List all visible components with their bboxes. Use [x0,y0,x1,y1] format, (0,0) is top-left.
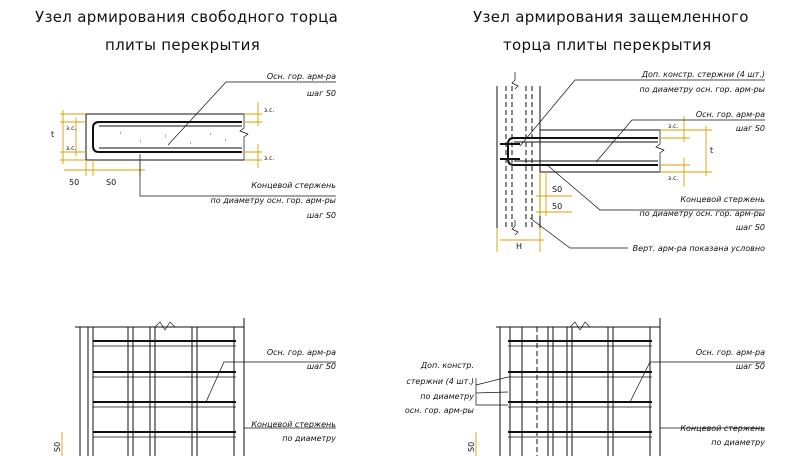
right-label-end-l2: по диаметру осн. гор. арм-ры [640,209,765,218]
left-dim-50: 50 [69,178,79,187]
left-plan-label-end-l1: Концевой стержень [251,420,336,429]
right-label-add-l2: по диаметру осн. гор. арм-ры [640,85,765,94]
right-plan-label-end-l1: Концевой стержень [680,424,765,433]
right-dim-H: H [516,242,522,251]
left-label-main-l2: шаг S0 [307,89,336,98]
right-plan: S0 Доп. констр. стержни (4 шт.) по диаме… [405,318,765,456]
left-label-end-l3: шаг S0 [307,211,336,220]
left-dim-cover-bottom: з.с. [66,145,76,152]
right-label-vert: Верт. арм-ра показана условно [633,244,765,253]
right-plan-dim-S0: S0 [467,442,476,452]
right-label-main-l1: Осн. гор. арм-ра [696,110,765,119]
left-label-end-l2: по диаметру осн. гор. арм-ры [211,196,336,205]
right-leader-end [545,163,765,211]
right-leader-main [595,119,765,163]
right-plan-label-main-l1: Осн. гор. арм-ра [696,348,765,357]
right-dim-t: t [710,146,713,155]
right-dim-cover-top: з.с. [668,123,678,130]
right-plan-label-main-l2: шаг S0 [736,362,765,371]
right-dim-50: 50 [552,202,562,211]
right-leader-vert [529,217,628,249]
left-plan-label-end-l2: по диаметру [282,434,336,443]
right-dimensions [496,116,712,252]
right-label-end-l3: шаг S0 [736,223,765,232]
right-wall-section [496,72,665,236]
left-label-end-l1: Концевой стержень [251,181,336,190]
left-plan-dim-S0: S0 [53,442,62,452]
right-detail: Узел армирования защемленного торца плит… [473,8,765,253]
left-dim-t: t [51,130,54,139]
left-plan: S0 Осн. гор. арм-ра шаг S0 Концевой стер… [53,318,336,456]
left-title-line2: плиты перекрытия [105,36,260,54]
right-dim-S0: S0 [552,185,562,194]
left-leader-main [167,81,336,146]
left-plan-label-main-l1: Осн. гор. арм-ра [267,348,336,357]
left-label-main-l1: Осн. гор. арм-ра [267,72,336,81]
left-dim-cover-right-bottom: з.с. [264,155,274,162]
right-plan-label-add-l4: осн. гор. арм-ры [405,406,474,415]
left-dimensions [60,102,262,176]
right-leader-add [519,79,765,147]
right-plan-label-end-l2: по диаметру [711,438,765,447]
right-label-add-l1: Доп. констр. стержни (4 шт.) [641,70,765,79]
left-title-line1: Узел армирования свободного торца [35,8,338,26]
right-plan-label-add-l1: Доп. констр. [420,361,474,370]
right-dim-cover-bottom: з.с. [668,175,678,182]
right-title-line1: Узел армирования защемленного [473,8,749,26]
left-dim-cover-top: з.с. [66,125,76,132]
right-title-line2: торца плиты перекрытия [503,36,711,54]
right-plan-label-add-l2: стержни (4 шт.) [406,377,474,386]
left-dim-S0: S0 [106,178,116,187]
right-plan-label-add-l3: по диаметру [420,392,474,401]
left-leader-end [139,154,336,197]
right-label-end-l1: Концевой стержень [680,195,765,204]
left-plan-label-main-l2: шаг S0 [307,362,336,371]
right-label-main-l2: шаг S0 [736,124,765,133]
left-slab-section [85,113,249,161]
left-dim-cover-right-top: з.с. [264,107,274,114]
left-detail: Узел армирования свободного торца плиты … [35,8,338,220]
